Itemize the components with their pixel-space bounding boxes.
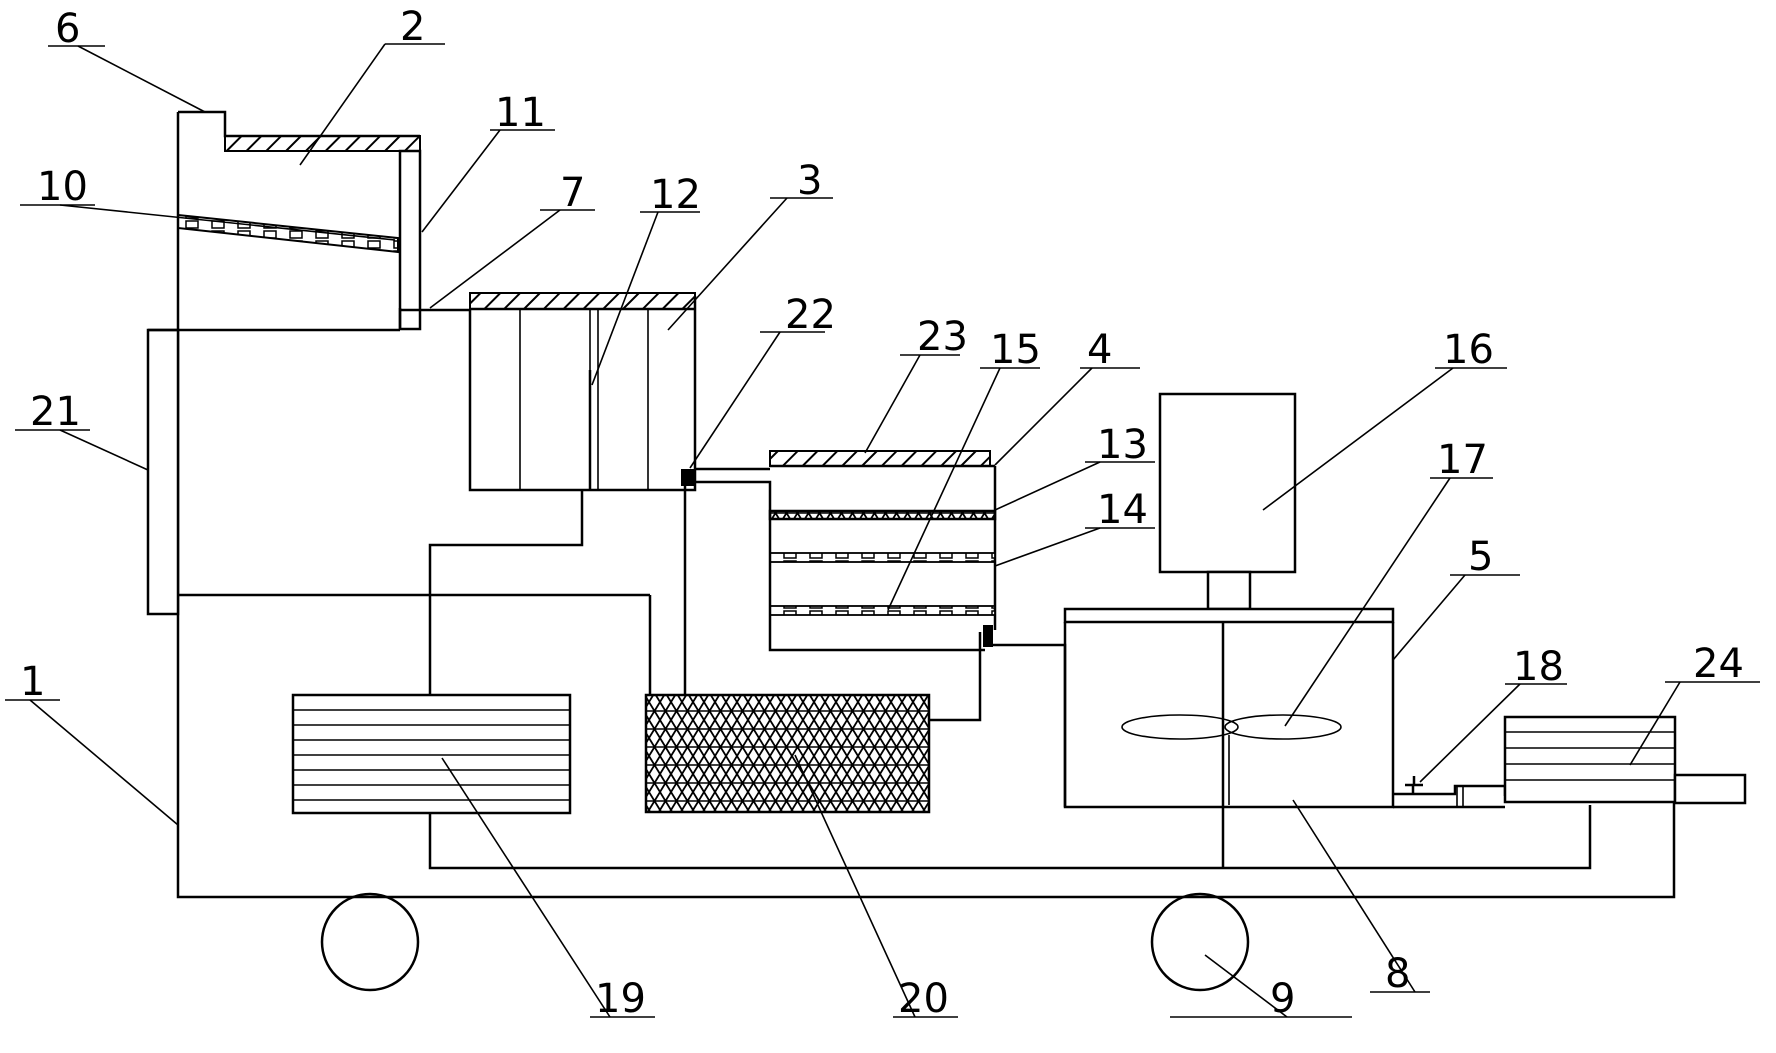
label-18: 18 [1513, 644, 1564, 690]
chute-11 [398, 149, 422, 331]
label-16: 16 [1443, 327, 1494, 373]
hopper [177, 110, 422, 331]
label-22: 22 [785, 292, 836, 338]
label-6: 6 [55, 6, 80, 52]
screen-10 [177, 213, 399, 254]
label-17: 17 [1437, 437, 1488, 483]
spout [1673, 773, 1747, 805]
label-5: 5 [1468, 534, 1493, 580]
outlet-assembly [1393, 715, 1747, 809]
motor-shaft-housing [1206, 570, 1252, 611]
side-panel-21 [146, 328, 180, 616]
tank-5-cover [1063, 607, 1395, 624]
block-19 [291, 693, 572, 815]
label-1: 1 [20, 659, 45, 705]
wheel-left [320, 892, 420, 992]
block-20 [644, 693, 931, 814]
layer-15 [769, 605, 996, 616]
label-21: 21 [30, 389, 81, 435]
impeller-blade-right [1224, 714, 1342, 740]
label-7: 7 [560, 170, 585, 216]
part-labels: 6 2 11 10 7 12 3 22 23 15 4 13 14 16 17 … [20, 4, 1744, 1022]
label-20: 20 [898, 976, 949, 1022]
tank-4-lid [769, 450, 991, 467]
layer-13 [768, 509, 997, 521]
motor-16 [1158, 392, 1297, 574]
label-12: 12 [650, 172, 701, 218]
label-2: 2 [400, 4, 425, 50]
valve-22 [681, 469, 694, 486]
outlet-valve [983, 625, 993, 647]
label-24: 24 [1693, 641, 1744, 687]
tank-3 [400, 292, 697, 492]
label-10: 10 [37, 164, 88, 210]
label-23: 23 [917, 314, 968, 360]
impeller-blade-left [1121, 714, 1239, 740]
label-13: 13 [1097, 422, 1148, 468]
leader-lines [5, 43, 1760, 1018]
label-19: 19 [595, 976, 646, 1022]
hopper-lid [224, 135, 421, 152]
tank-3-lid [469, 292, 696, 310]
label-8: 8 [1385, 951, 1410, 997]
label-15: 15 [990, 327, 1041, 373]
layer-14 [769, 552, 996, 563]
mixing-tank-5 [1063, 392, 1395, 868]
wheel-right [1150, 892, 1250, 992]
label-11: 11 [495, 90, 546, 136]
internal-pipes [428, 480, 1592, 870]
label-14: 14 [1097, 487, 1148, 533]
label-9: 9 [1270, 976, 1295, 1022]
label-3: 3 [797, 158, 822, 204]
label-4: 4 [1087, 327, 1112, 373]
box-24 [1503, 715, 1677, 804]
main-frame [146, 112, 1676, 899]
